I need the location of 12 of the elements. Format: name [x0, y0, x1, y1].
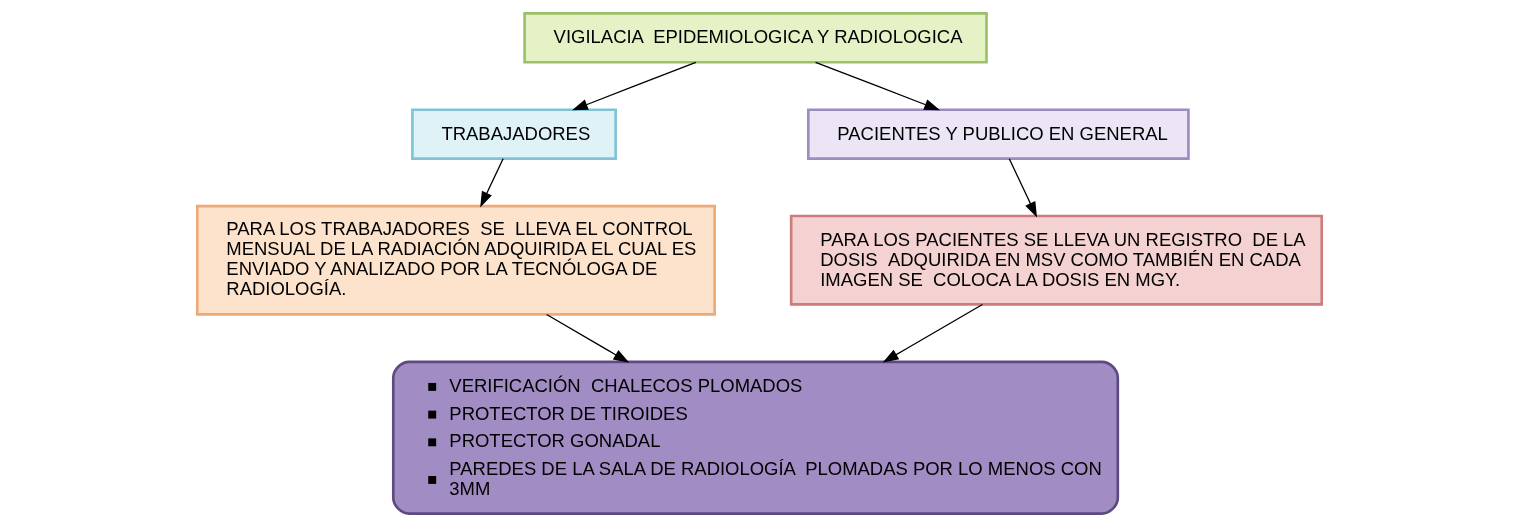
node-box: VERIFICACIÓN CHALECOS PLOMADOS PROTECTOR DE TIROIDES PROTECTOR GONADAL PAREDES DE LA SALA DE RADIOLOGÍA PLOMADAS POR LO MENOS CON 3MM [391, 360, 1120, 515]
arrow [546, 313, 630, 363]
arrow [480, 158, 504, 208]
node-box: PARA LOS TRABAJADORES SE LLEVA EL CONTROL MENSUAL DE LA RADIACIÓN ADQUIRIDA EL CUAL ES ENVIADO Y ANALIZADO POR LA TECNÓLOGA DE RADIOLOGÍA. [195, 204, 716, 316]
node-box: VIGILACIA EPIDEMIOLOGICA Y RADIOLOGICA [523, 12, 988, 64]
node-box: PARA LOS PACIENTES SE LLEVA UN REGISTRO DE LA DOSIS ADQUIRIDA EN MSV COMO TAMBIÉN EN CADA IMAGEN SE COLOCA LA DOSIS EN MGY. [789, 214, 1324, 306]
arrow [814, 61, 941, 111]
node-box: TRABAJADORES [411, 108, 617, 160]
node-box: PACIENTES Y PUBLICO EN GENERAL [807, 108, 1190, 160]
arrow [882, 303, 984, 363]
arrow [572, 61, 697, 111]
arrow [1008, 158, 1038, 218]
